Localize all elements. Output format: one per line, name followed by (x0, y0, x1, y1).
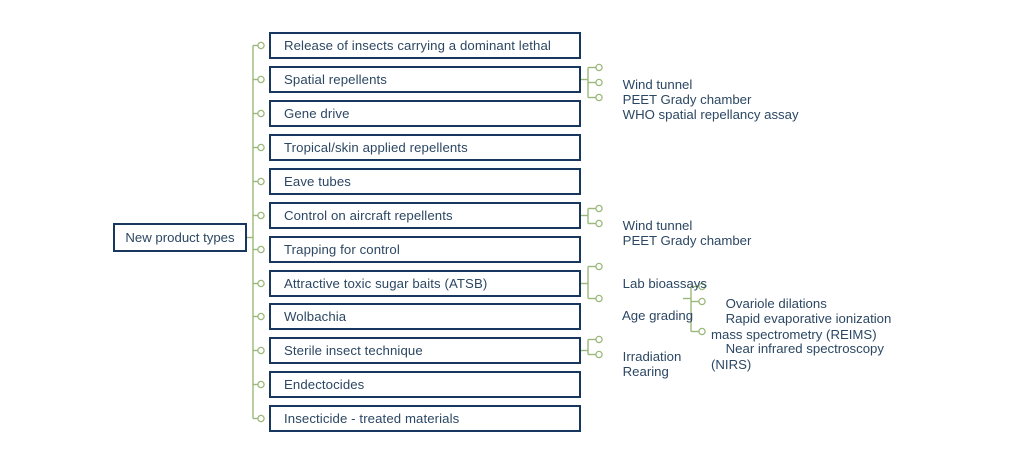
node-sterile-insect-technique[interactable]: Sterile insect technique (269, 337, 581, 364)
node-label: Gene drive (284, 106, 350, 121)
node-eave-tubes[interactable]: Eave tubes (269, 168, 581, 195)
leaf-sit-irradiation[interactable]: Irradiation (608, 332, 682, 382)
node-insecticide-treated-materials[interactable]: Insecticide - treated materials (269, 405, 581, 432)
node-label: Attractive toxic sugar baits (ATSB) (284, 276, 488, 291)
leaf-label-text: Ovariole dilations (725, 295, 827, 311)
root-node-label: New product types (125, 230, 235, 245)
leaf-atsb-age-grading[interactable]: Age grading (608, 291, 693, 341)
node-label: Insecticide - treated materials (284, 411, 460, 426)
node-label: Wolbachia (284, 309, 347, 324)
leaf-age-reims[interactable]: Rapid evaporative ionization mass spectr… (711, 294, 891, 360)
leaf-label-text: Age grading (621, 307, 694, 323)
leaf-spatial-who-assay[interactable]: WHO spatial repellancy assay (608, 90, 799, 140)
leaf-spatial-peet-grady-chamber[interactable]: PEET Grady chamber (608, 75, 752, 125)
node-label: Endectocides (284, 377, 365, 392)
node-label: Control on aircraft repellents (284, 208, 453, 223)
leaf-label-text: Wind tunnel (622, 76, 693, 92)
node-release-of-insects[interactable]: Release of insects carrying a dominant l… (269, 32, 581, 59)
leaf-label-text: WHO spatial repellancy assay (622, 106, 799, 122)
leaf-label-text: Rearing (622, 363, 669, 379)
leaf-label-text: Near infrared spectroscopy (NIRS) (711, 340, 884, 373)
leaf-aircraft-wind-tunnel[interactable]: Wind tunnel (608, 201, 693, 251)
node-label: Spatial repellents (284, 72, 387, 87)
node-spatial-repellents[interactable]: Spatial repellents (269, 66, 581, 93)
node-label: Release of insects carrying a dominant l… (284, 38, 551, 53)
node-label: Sterile insect technique (284, 343, 423, 358)
leaf-label-text: Lab bioassays (622, 275, 707, 291)
leaf-aircraft-peet-grady-chamber[interactable]: PEET Grady chamber (608, 216, 752, 266)
node-label: Trapping for control (284, 242, 400, 257)
leaf-sit-rearing[interactable]: Rearing (608, 347, 669, 397)
leaf-label-text: Rapid evaporative ionization mass spectr… (711, 310, 892, 343)
leaf-label-text: PEET Grady chamber (622, 232, 752, 248)
leaf-label-text: PEET Grady chamber (622, 91, 752, 107)
node-endectocides[interactable]: Endectocides (269, 371, 581, 398)
node-trapping-for-control[interactable]: Trapping for control (269, 236, 581, 263)
node-tropical-skin-applied-repellents[interactable]: Tropical/skin applied repellents (269, 134, 581, 161)
node-control-on-aircraft-repellents[interactable]: Control on aircraft repellents (269, 202, 581, 229)
node-wolbachia[interactable]: Wolbachia (269, 303, 581, 330)
node-attractive-toxic-sugar-baits[interactable]: Attractive toxic sugar baits (ATSB) (269, 270, 581, 297)
leaf-label-text: Irradiation (622, 348, 682, 364)
leaf-atsb-lab-bioassays[interactable]: Lab bioassays (608, 259, 707, 309)
node-gene-drive[interactable]: Gene drive (269, 100, 581, 127)
leaf-label-text: Wind tunnel (622, 217, 693, 233)
root-node[interactable]: New product types (113, 223, 247, 252)
leaf-spatial-wind-tunnel[interactable]: Wind tunnel (608, 60, 693, 110)
node-label: Tropical/skin applied repellents (284, 140, 468, 155)
node-label: Eave tubes (284, 174, 351, 189)
leaf-age-nirs[interactable]: Near infrared spectroscopy (NIRS) (711, 324, 884, 390)
leaf-age-ovariole-dilations[interactable]: Ovariole dilations (711, 279, 827, 329)
